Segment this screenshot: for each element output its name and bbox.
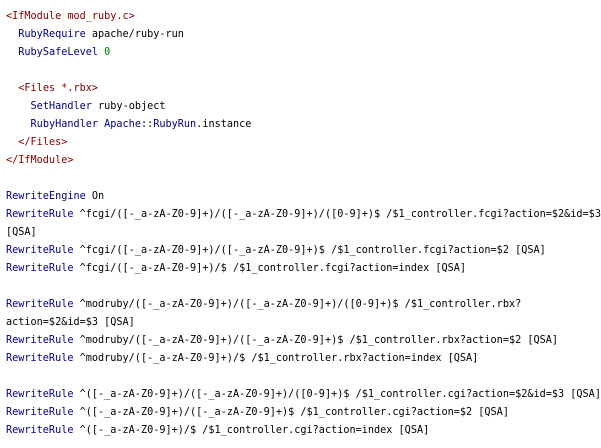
ifmodule-close-tag: </IfModule>	[6, 155, 74, 166]
rewriterule-directive: RewriteRule	[6, 245, 74, 256]
modruby-rule-2: ^modruby/([-_a-zA-Z0-9]+)/([-_a-zA-Z0-9]…	[79, 335, 559, 346]
rubyrequire-value: apache/ruby-run	[85, 29, 184, 40]
cgi-rule-3: ^([-_a-zA-Z0-9]+)/$ /$1_controller.cgi?a…	[79, 425, 430, 436]
rubyhandler-rubyrun: RubyRun	[153, 119, 197, 130]
modruby-rule-3: ^modruby/([-_a-zA-Z0-9]+)/$ /$1_controll…	[79, 353, 479, 364]
rewriteengine-directive: RewriteEngine	[6, 191, 86, 202]
code-line-rubysafelevel: RubySafeLevel 0	[6, 44, 596, 62]
rubysafelevel-value: 0	[104, 47, 111, 58]
rubyhandler-dot: .	[196, 119, 203, 130]
rubyhandler-instance: instance	[202, 119, 252, 130]
code-line-rewriteengine: RewriteEngine On	[6, 188, 596, 206]
rewriterule-directive: RewriteRule	[6, 335, 74, 346]
blank-line	[6, 278, 596, 296]
code-line-cgi-rule-1: RewriteRule ^([-_a-zA-Z0-9]+)/([-_a-zA-Z…	[6, 386, 601, 404]
rewriterule-directive: RewriteRule	[6, 353, 74, 364]
code-line-rubyrequire: RubyRequire apache/ruby-run	[6, 26, 596, 44]
ifmodule-open-tag: <IfModule mod_ruby.c>	[6, 11, 135, 22]
fcgi-rule-2: ^fcgi/([-_a-zA-Z0-9]+)/([-_a-zA-Z0-9]+)$…	[79, 245, 546, 256]
code-listing: <IfModule mod_ruby.c> RubyRequire apache…	[6, 8, 601, 440]
modruby-rule-1-cont: action=$2&id=$3 [QSA]	[6, 317, 135, 328]
code-line-files-close: </Files>	[6, 134, 596, 152]
rubyhandler-separator: ::	[140, 119, 154, 130]
rewriteengine-value: On	[85, 191, 105, 202]
rewriterule-directive: RewriteRule	[6, 299, 74, 310]
code-line-cgi-rule-3: RewriteRule ^([-_a-zA-Z0-9]+)/$ /$1_cont…	[6, 422, 596, 440]
code-line-ifmodule-close: </IfModule>	[6, 152, 596, 170]
code-line-modruby-rule-1-cont: action=$2&id=$3 [QSA]	[6, 314, 596, 332]
sethandler-directive: SetHandler	[30, 101, 92, 112]
rewriterule-directive: RewriteRule	[6, 425, 74, 436]
files-open-tag: <Files *.rbx>	[18, 83, 99, 94]
code-line-files-open: <Files *.rbx>	[6, 80, 596, 98]
code-line-fcgi-rule-2: RewriteRule ^fcgi/([-_a-zA-Z0-9]+)/([-_a…	[6, 242, 596, 260]
fcgi-rule-1-flags: [QSA]	[6, 227, 37, 238]
fcgi-rule-3: ^fcgi/([-_a-zA-Z0-9]+)/$ /$1_controller.…	[79, 263, 467, 274]
code-line-cgi-rule-2: RewriteRule ^([-_a-zA-Z0-9]+)/([-_a-zA-Z…	[6, 404, 596, 422]
blank-line	[6, 170, 596, 188]
code-line-modruby-rule-3: RewriteRule ^modruby/([-_a-zA-Z0-9]+)/$ …	[6, 350, 596, 368]
fcgi-rule-1: ^fcgi/([-_a-zA-Z0-9]+)/([-_a-zA-Z0-9]+)/…	[79, 209, 601, 220]
rewriterule-directive: RewriteRule	[6, 389, 74, 400]
code-line-modruby-rule-2: RewriteRule ^modruby/([-_a-zA-Z0-9]+)/([…	[6, 332, 596, 350]
cgi-rule-1: ^([-_a-zA-Z0-9]+)/([-_a-zA-Z0-9]+)/([0-9…	[79, 389, 601, 400]
blank-line	[6, 62, 596, 80]
blank-line	[6, 368, 596, 386]
code-line-fcgi-rule-1-cont: [QSA]	[6, 224, 596, 242]
rewriterule-directive: RewriteRule	[6, 263, 74, 274]
code-line-modruby-rule-1: RewriteRule ^modruby/([-_a-zA-Z0-9]+)/([…	[6, 296, 596, 314]
code-line-ifmodule-open: <IfModule mod_ruby.c>	[6, 8, 596, 26]
cgi-rule-2: ^([-_a-zA-Z0-9]+)/([-_a-zA-Z0-9]+)$ /$1_…	[79, 407, 509, 418]
code-line-fcgi-rule-3: RewriteRule ^fcgi/([-_a-zA-Z0-9]+)/$ /$1…	[6, 260, 596, 278]
rubysafelevel-directive: RubySafeLevel	[18, 47, 99, 58]
rewriterule-directive: RewriteRule	[6, 407, 74, 418]
code-line-sethandler: SetHandler ruby-object	[6, 98, 596, 116]
rewriterule-directive: RewriteRule	[6, 209, 74, 220]
rubyhandler-apache: Apache	[98, 119, 141, 130]
modruby-rule-1: ^modruby/([-_a-zA-Z0-9]+)/([-_a-zA-Z0-9]…	[79, 299, 522, 310]
sethandler-value: ruby-object	[91, 101, 166, 112]
rubyrequire-directive: RubyRequire	[18, 29, 86, 40]
code-line-rubyhandler: RubyHandler Apache::RubyRun.instance	[6, 116, 596, 134]
rubyhandler-directive: RubyHandler	[30, 119, 99, 130]
code-line-fcgi-rule-1: RewriteRule ^fcgi/([-_a-zA-Z0-9]+)/([-_a…	[6, 206, 601, 224]
files-close-tag: </Files>	[18, 137, 68, 148]
